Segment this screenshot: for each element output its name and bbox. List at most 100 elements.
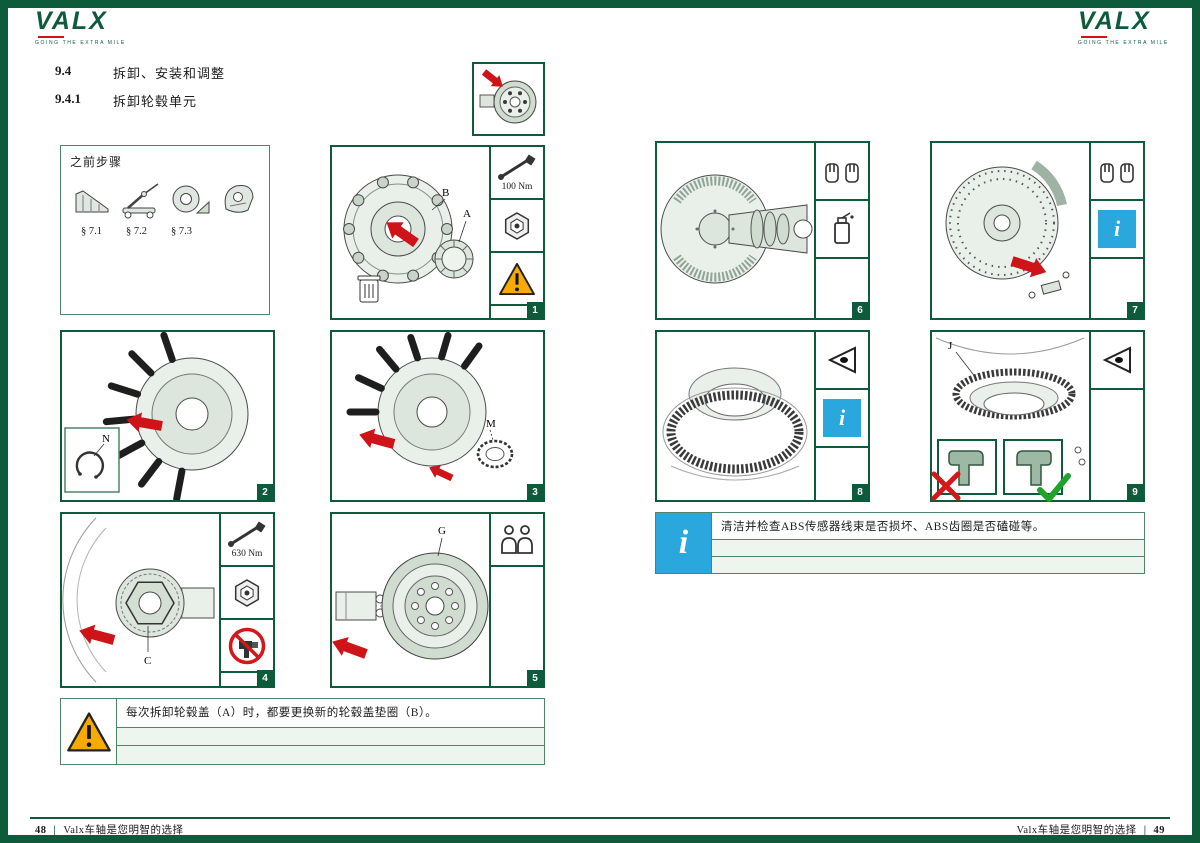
warning-note-icon-cell xyxy=(61,699,117,764)
torque-value: 630 Nm xyxy=(231,548,263,559)
torque-cell: 630 Nm xyxy=(221,514,273,567)
warning-note-text: 每次拆卸轮毂盖（A）时，都要更换新的轮毂盖垫圈（B）。 xyxy=(117,699,544,728)
panel-9-side-column xyxy=(1089,332,1143,500)
socket-icon xyxy=(504,211,530,240)
grease-cell xyxy=(816,201,868,259)
hands-icon xyxy=(1100,163,1134,183)
ref-7-1: § 7.1 xyxy=(81,226,102,237)
previous-steps-box: 之前步骤 xyxy=(60,145,270,315)
previous-steps-title: 之前步骤 xyxy=(70,155,123,169)
check-mark-icon xyxy=(1037,473,1071,502)
step-number-badge: 9 xyxy=(1127,484,1143,500)
two-person-lift-icon xyxy=(501,524,533,554)
hands-cell xyxy=(1091,143,1143,201)
section-number: 9.4.1 xyxy=(55,91,81,106)
wheel-with-chock-icon xyxy=(167,176,212,224)
step-panel-8: i 8 xyxy=(655,330,870,502)
panel-1-side-column: 100 Nm xyxy=(489,147,543,318)
footer-slogan-right: Valx车轴是您明智的选择 xyxy=(1016,825,1137,836)
brake-caliper-icon xyxy=(216,176,261,224)
sensor-bracket-wrong xyxy=(948,450,984,486)
abs-tone-ring-teeth xyxy=(666,390,804,474)
valx-logo-right: VALX GOING THE EXTRA MILE xyxy=(1078,7,1188,47)
inspect-cell xyxy=(1091,332,1143,390)
comparison-right xyxy=(1003,439,1071,502)
trolley-jack-icon xyxy=(118,176,163,224)
footer-right: Valx车轴是您明智的选择 | 49 xyxy=(1016,822,1165,837)
page-number-left: 48 xyxy=(35,825,47,836)
part-label-j: J xyxy=(948,340,953,352)
step-number-badge: 1 xyxy=(527,302,543,318)
hub-thumbnail-illustration xyxy=(479,69,537,124)
page-border-bottom xyxy=(0,835,1200,843)
axle-nut-illustration: C xyxy=(62,514,219,686)
page-border-left xyxy=(0,0,8,843)
red-arrow xyxy=(386,222,419,248)
socket-cell xyxy=(491,200,543,253)
abs-ring-comparison xyxy=(931,439,1071,502)
chapter-thumbnail-figure xyxy=(472,62,545,136)
trash-can-icon xyxy=(357,275,381,303)
no-impact-wrench-cell xyxy=(221,620,273,673)
hub-cap-part xyxy=(434,239,474,279)
step-panel-6: 6 xyxy=(655,141,870,320)
info-cell: i xyxy=(816,390,868,448)
valx-wordmark: VALX xyxy=(35,7,108,35)
step-panel-5: G 5 xyxy=(330,512,545,688)
torque-value: 100 Nm xyxy=(501,181,533,192)
red-arrow xyxy=(79,624,116,645)
step-panel-4: C 630 Nm xyxy=(60,512,275,688)
footer-left: 48|Valx车轴是您明智的选择 xyxy=(35,822,184,837)
page-number-right: 49 xyxy=(1153,825,1165,836)
red-arrow xyxy=(1010,256,1047,278)
warning-note-rows: 每次拆卸轮毂盖（A）时，都要更换新的轮毂盖垫圈（B）。 xyxy=(117,699,544,765)
info-note-empty-row xyxy=(712,540,1144,557)
logo-tagline: GOING THE EXTRA MILE xyxy=(35,40,126,46)
inspect-icon xyxy=(827,346,856,374)
ref-7-2: § 7.2 xyxy=(126,226,147,237)
panel-6-side-column xyxy=(814,143,868,318)
abs-ring-teeth xyxy=(952,368,1076,420)
section-number: 9.4 xyxy=(55,63,72,78)
hands-cell xyxy=(816,143,868,201)
step-number-badge: 2 xyxy=(257,484,273,500)
footer-rule xyxy=(30,817,1170,819)
step-number-badge: 7 xyxy=(1127,302,1143,318)
step-panel-3: M 3 xyxy=(330,330,545,502)
lock-washer-illustration: M xyxy=(332,332,543,500)
part-label-m: M xyxy=(486,418,496,430)
warning-note-empty-row xyxy=(117,746,544,765)
sensor-bracket-right xyxy=(1016,450,1052,486)
hub-cap-removal-illustration: A B xyxy=(332,147,489,318)
step-number-badge: 8 xyxy=(852,484,868,500)
no-impact-wrench-icon xyxy=(228,627,266,664)
part-label-c: C xyxy=(144,655,151,667)
valx-wordmark: VALX xyxy=(1078,7,1151,35)
page-border-top xyxy=(0,0,1200,8)
section-title: 拆卸轮毂单元 xyxy=(113,94,198,109)
step-panel-9: J 9 xyxy=(930,330,1145,502)
brake-drum-removal-illustration: G xyxy=(332,514,489,686)
info-note-text: 清洁并检查ABS传感器线束是否损坏、ABS齿圈是否磕碰等。 xyxy=(712,513,1144,540)
torque-cell: 100 Nm xyxy=(491,147,543,200)
page-border-right xyxy=(1192,0,1200,843)
torque-wrench-icon xyxy=(228,520,266,547)
part-label-b: B xyxy=(442,187,449,199)
warning-note-empty-row xyxy=(117,727,544,747)
socket-icon xyxy=(234,578,260,607)
red-arrow xyxy=(126,412,163,433)
previous-steps-refs: § 7.1 § 7.2 § 7.3 xyxy=(61,224,269,237)
panel-4-side-column: 630 Nm xyxy=(219,514,273,686)
abs-ring-inspection-illustration: J xyxy=(932,332,1089,500)
torque-wrench-icon xyxy=(498,153,536,180)
step-panel-2: N 2 xyxy=(60,330,275,502)
logo-tagline: GOING THE EXTRA MILE xyxy=(1078,40,1169,46)
hands-icon xyxy=(825,163,859,183)
red-arrow xyxy=(481,69,503,87)
section-heading-9-4-1: 9.4.1 拆卸轮毂单元 xyxy=(55,91,197,110)
comparison-wrong xyxy=(931,439,997,501)
part-label-g: G xyxy=(438,525,446,537)
circlip-inset: N xyxy=(64,427,120,493)
footer-separator: | xyxy=(1143,825,1147,836)
warning-note-box: 每次拆卸轮毂盖（A）时，都要更换新的轮毂盖垫圈（B）。 xyxy=(60,698,545,765)
